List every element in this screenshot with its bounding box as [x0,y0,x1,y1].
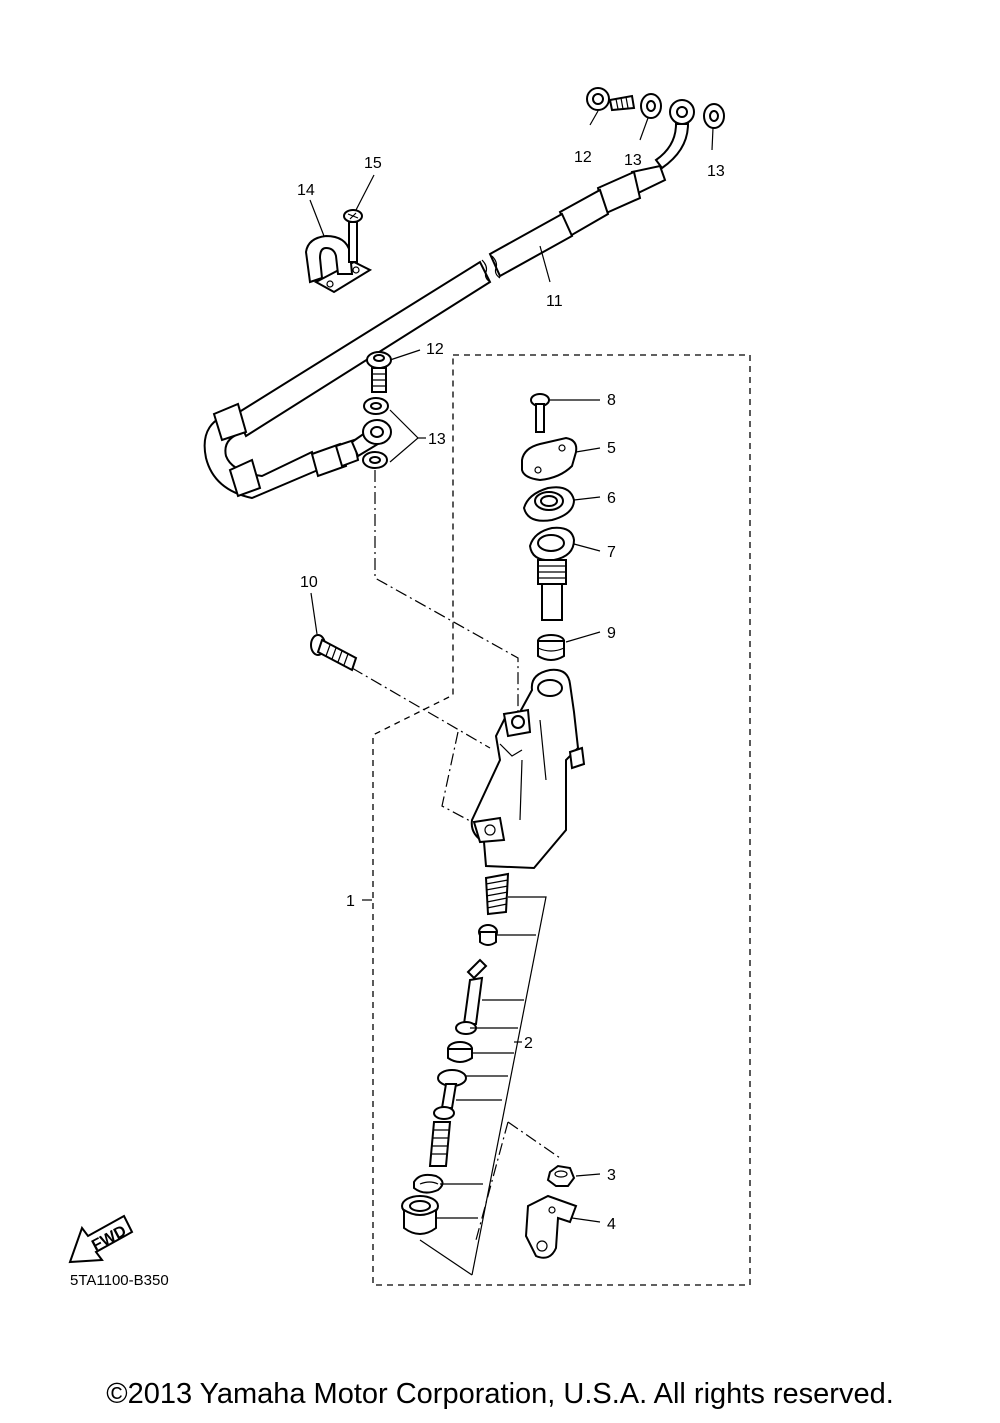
reservoir-cover [521,436,578,482]
master-cylinder-body [470,668,586,870]
diaphragm-plate [522,486,576,522]
part-label-1: 1 [346,893,355,910]
washer-upper-a [640,93,662,119]
union-bolt-lower [366,351,392,393]
washer-lower-a [363,397,389,415]
assembly-boundary [372,354,751,1286]
reservoir-cap [537,634,565,661]
part-label-8: 8 [607,392,616,409]
part-label-12-upper: 12 [574,149,592,166]
washer-lower-b [362,451,388,469]
part-label-10: 10 [300,574,318,591]
part-label-6: 6 [607,490,616,507]
nut [546,1164,576,1187]
part-label-2: 2 [524,1035,533,1052]
part-label-14: 14 [297,182,315,199]
fwd-arrow-icon: FWD [68,1214,134,1264]
part-label-13-upper-a: 13 [624,152,642,169]
reservoir-bolt [530,393,550,433]
part-label-11: 11 [546,293,563,310]
part-label-9: 9 [607,625,616,642]
holder-screw [343,209,363,263]
diaphragm [528,526,576,621]
assembly-lines [351,470,561,1241]
brake-hose [203,99,695,500]
part-label-5: 5 [607,440,616,457]
part-label-7: 7 [607,544,616,561]
copyright-notice: ©2013 Yamaha Motor Corporation, U.S.A. A… [106,1378,894,1410]
boot [401,1195,439,1235]
union-bolt-upper [586,87,636,112]
piston [428,1069,467,1167]
part-labels: 12 13 13 15 14 11 12 13 8 5 6 7 9 10 1 2… [297,149,725,1233]
drawing-code: 5TA1100-B350 [70,1272,169,1289]
leader-lines [309,110,714,1276]
circlip [413,1173,444,1194]
return-spring [484,872,510,916]
washer-upper-b [703,103,725,129]
piston-cup [447,1041,473,1063]
hose-holder [304,234,373,294]
part-label-13-lower: 13 [428,431,446,448]
part-label-13-upper-b: 13 [707,163,725,180]
mounting-bolt [310,634,358,672]
part-label-15: 15 [364,155,382,172]
spring-seat [478,924,498,946]
clevis [524,1194,578,1259]
part-label-4: 4 [607,1216,616,1233]
part-label-3: 3 [607,1167,616,1184]
primary-cup [455,958,488,1035]
part-label-12-lower: 12 [426,341,444,358]
